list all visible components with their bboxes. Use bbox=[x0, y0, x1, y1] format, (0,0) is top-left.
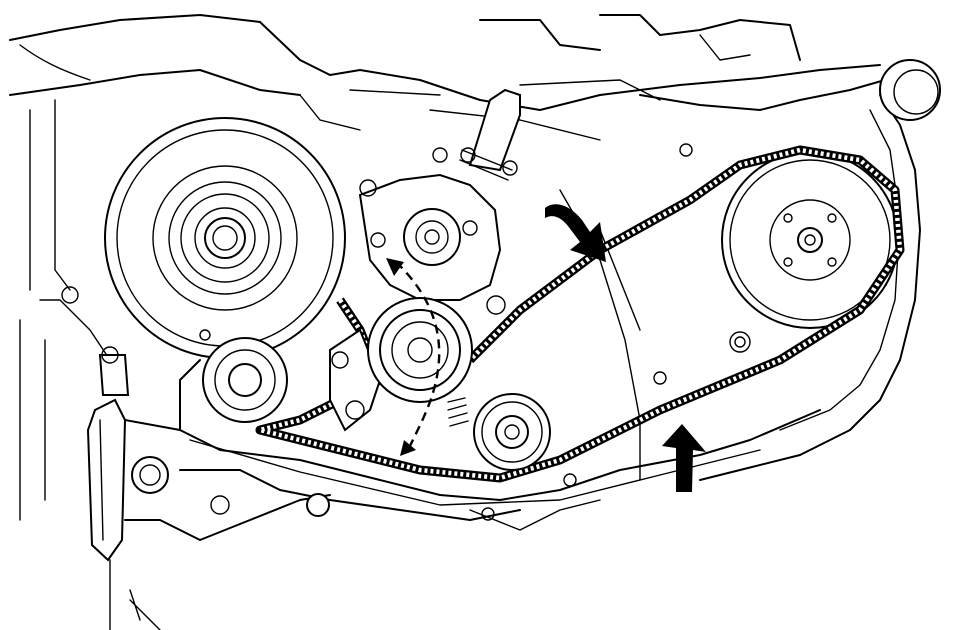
upper-cover bbox=[639, 59, 941, 481]
engine-block-outline bbox=[9, 14, 881, 291]
crankshaft-sprocket bbox=[473, 393, 551, 471]
cam-cap bbox=[879, 59, 941, 121]
camshaft-sprocket bbox=[721, 151, 899, 329]
timing-belt bbox=[255, 145, 905, 483]
accessory-pulley bbox=[104, 117, 346, 359]
timing-cover-edge bbox=[559, 143, 751, 481]
water-pump bbox=[358, 88, 521, 315]
lower-housing bbox=[19, 286, 521, 630]
rotation-arrow-icon bbox=[545, 204, 606, 262]
belt-tensioner bbox=[329, 297, 473, 432]
idler-pulley bbox=[202, 337, 288, 423]
rotation-arrow-icon bbox=[662, 424, 706, 492]
adjustment-arc-arrow-icon bbox=[386, 258, 441, 456]
